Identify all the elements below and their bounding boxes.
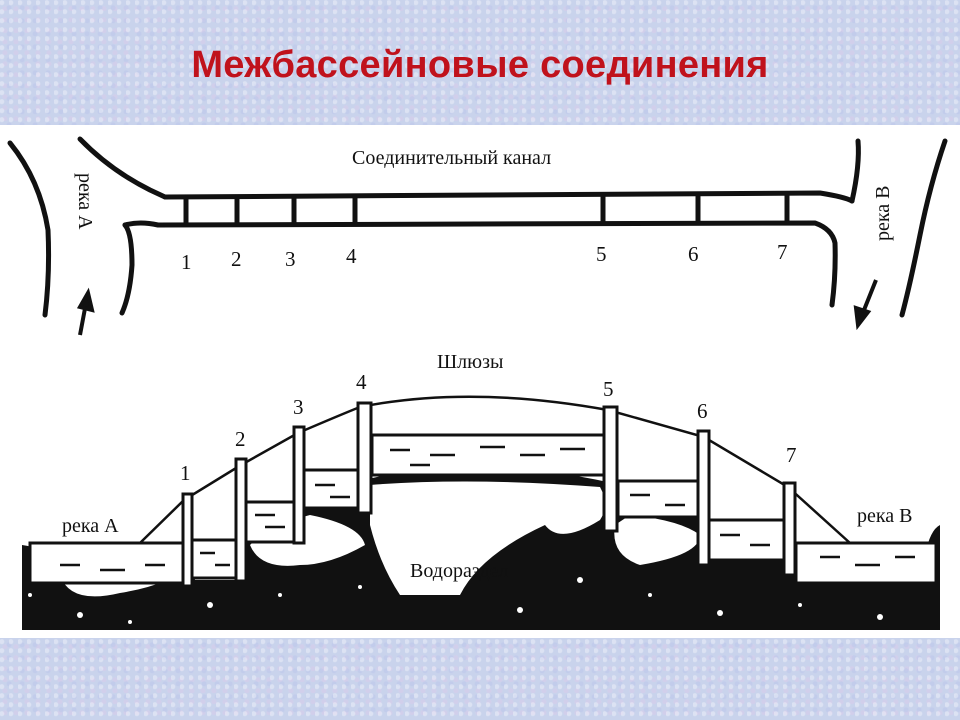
profile-lock-posts <box>181 401 797 588</box>
locks-label: Шлюзы <box>437 351 504 373</box>
river-b-plan-label: река В <box>872 185 894 241</box>
pool-river-b <box>794 541 938 585</box>
river-a-lower-bank <box>119 222 135 316</box>
pool-lock-2-3 <box>244 500 298 544</box>
plan-lock-label-6: 6 <box>688 242 699 266</box>
plan-lock-label-7: 7 <box>777 240 788 264</box>
profile-lock-2 <box>234 457 248 583</box>
profile-lock-label-5: 5 <box>603 377 614 401</box>
profile-lock-label-2: 2 <box>235 427 246 451</box>
canal-bottom-bank <box>122 220 838 308</box>
river-a-right-bank <box>77 136 168 200</box>
profile-lock-label-6: 6 <box>697 399 708 423</box>
profile-lock-6 <box>696 429 711 567</box>
river-a-left-bank <box>7 140 52 318</box>
pool-lock-5-6 <box>616 479 700 519</box>
canal-label: Соединительный канал <box>352 147 552 169</box>
slide-title: Межбассейновые соединения <box>191 44 769 86</box>
plan-lock-label-1: 1 <box>181 250 192 274</box>
river-b-profile-label: река В <box>857 505 913 527</box>
pool-lock-6-7 <box>706 518 786 562</box>
plan-lock-label-2: 2 <box>231 247 242 271</box>
profile-lock-1 <box>181 492 194 588</box>
river-a-plan-label: река А <box>74 173 96 230</box>
river-b-right-bank <box>899 138 948 318</box>
plan-view <box>7 136 948 318</box>
profile-lock-label-4: 4 <box>356 370 367 394</box>
pool-river-a <box>28 541 186 585</box>
pool-lock-3-4 <box>302 468 360 510</box>
watershed-label: Водораздел <box>410 560 509 582</box>
plan-lock-label-4: 4 <box>346 244 357 268</box>
river-a-profile-label: река А <box>62 515 119 537</box>
profile-lock-3 <box>292 425 306 545</box>
water-ripples <box>60 445 915 572</box>
plan-lock-label-3: 3 <box>285 247 296 271</box>
profile-lock-5 <box>602 405 619 533</box>
water-pools <box>28 433 938 585</box>
flow-arrows <box>76 279 878 336</box>
profile-lock-7 <box>782 481 797 577</box>
ground-speckles <box>28 577 883 624</box>
pool-lock-1-2 <box>190 538 238 580</box>
plan-lock-gates <box>183 193 790 224</box>
diagram-figure: Соединительный канал река А река В 1 2 3… <box>0 125 960 638</box>
plan-lock-label-5: 5 <box>596 242 607 266</box>
profile-lock-label-7: 7 <box>786 443 797 467</box>
river-b-left-bank <box>849 138 861 204</box>
diagram-drawing <box>7 136 948 630</box>
embankment-line <box>139 395 851 544</box>
profile-lock-label-3: 3 <box>293 395 304 419</box>
profile-lock-4 <box>356 401 373 515</box>
profile-lock-label-1: 1 <box>180 461 191 485</box>
pool-summit <box>370 433 606 477</box>
canal-top-bank <box>162 190 855 204</box>
